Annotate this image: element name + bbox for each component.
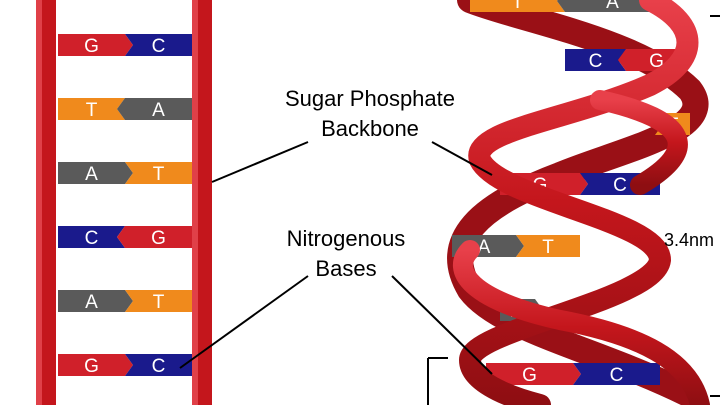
backbone-label-line2: Backbone: [321, 116, 419, 141]
helix-base-left: [486, 363, 581, 385]
helix-base-left-letter: A: [478, 237, 491, 258]
bases-label-line2: Bases: [315, 256, 376, 281]
helix-base-right-letter: C: [610, 365, 624, 386]
ladder-base-right: [125, 162, 192, 184]
helix-base-left: [565, 49, 626, 71]
ladder-base-right: [117, 226, 192, 248]
ladder-base-right-letter: C: [152, 356, 166, 377]
ladder-left-rail: [36, 0, 56, 405]
ladder-base-right-letter: T: [153, 292, 165, 313]
backbone-pointer-ladder: [211, 141, 309, 183]
helix-base-left-letter: C: [589, 51, 603, 72]
helix-base-left-letter: G: [522, 365, 537, 386]
helix-base-right: [557, 0, 660, 12]
pointer-lines: [179, 141, 493, 375]
measurement-bracket: [427, 15, 720, 405]
ladder-base-left: [58, 354, 133, 376]
ladder-base-right: [125, 290, 192, 312]
ladder-base-right-letter: C: [152, 36, 166, 57]
ladder-base-right-letter: G: [151, 228, 166, 249]
helix-base-left: [470, 0, 565, 12]
ladder-base-left: [58, 162, 133, 184]
bases-label-line1: Nitrogenous: [287, 226, 406, 251]
ladder-base-left-letter: G: [84, 36, 99, 57]
backbone-label-line1: Sugar Phosphate: [285, 86, 455, 111]
ladder-base-right: [125, 354, 192, 376]
bases-pointer-ladder: [179, 275, 309, 369]
helix-front-strand: [453, 0, 710, 405]
helix-base-left-letter: T: [512, 0, 524, 13]
ladder-base-right-letter: T: [153, 164, 165, 185]
ladder-right-rail: [192, 0, 212, 405]
helix-base-right-letter: C: [613, 175, 627, 196]
ladder-base-left: [58, 226, 125, 248]
bases-pointer-helix: [391, 275, 493, 375]
helix-base-right: [516, 235, 580, 257]
ladder-base-left-letter: A: [85, 164, 98, 185]
ladder-base-left-letter: C: [85, 228, 99, 249]
ladder-base-left: [58, 98, 125, 120]
helix-base-right-letter: T: [542, 237, 554, 258]
ladder-base-left: [58, 34, 133, 56]
ladder-base-right: [117, 98, 192, 120]
helix-base-right-letter: A: [606, 0, 619, 13]
ladder-base-left-letter: G: [84, 356, 99, 377]
ladder-base-right-letter: A: [152, 100, 165, 121]
ladder-base-left: [58, 290, 133, 312]
ladder-base-right: [125, 34, 192, 56]
helix-base-right: [573, 363, 660, 385]
measurement-label: 3.4nm: [664, 230, 714, 250]
backbone-pointer-helix: [431, 141, 493, 176]
ladder-base-left-letter: T: [86, 100, 98, 121]
ladder-base-left-letter: A: [85, 292, 98, 313]
